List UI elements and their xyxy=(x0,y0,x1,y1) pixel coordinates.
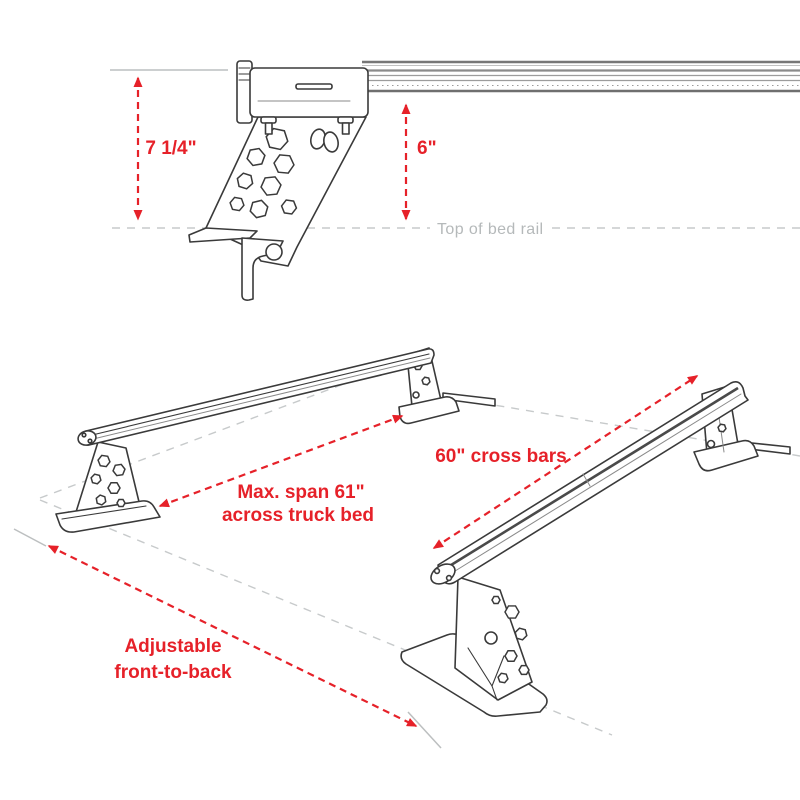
rear-bar-groove-2 xyxy=(88,357,431,441)
rear-right-foot xyxy=(398,396,460,425)
bolt-hole xyxy=(412,391,420,399)
clamp-slot xyxy=(295,83,333,90)
crossbar-length-label: 60" cross bars xyxy=(435,446,567,467)
rear-left-foot xyxy=(55,500,161,533)
mounting-bracket-side xyxy=(188,60,369,301)
leg-notch-line xyxy=(491,685,498,701)
front-bar xyxy=(437,381,749,585)
max-span-label-line2: across truck bed xyxy=(222,505,374,526)
adjustable-label-line1: Adjustable xyxy=(124,636,221,657)
adjustable-label-line2: front-to-back xyxy=(114,662,232,683)
height-dimension-label: 7 1/4" xyxy=(145,138,196,159)
bracket-foot-flange xyxy=(188,227,258,243)
bed-rail-reference-label: Top of bed rail xyxy=(437,221,544,238)
front-bar-channel xyxy=(442,386,739,572)
t-bolt xyxy=(337,116,354,135)
front-crossbar xyxy=(400,381,791,717)
hex-cutout xyxy=(107,482,121,494)
hex-cutout xyxy=(491,595,501,605)
front-bar-groove xyxy=(446,393,742,577)
end-cap-bolt xyxy=(81,432,87,438)
adjustable-dimension-arrow xyxy=(47,545,418,727)
front-far-foot xyxy=(693,439,759,472)
end-cap-bolt xyxy=(87,438,93,444)
end-cap-bolt xyxy=(433,567,441,575)
extension-tick-left xyxy=(13,528,47,547)
t-bolt xyxy=(260,116,277,135)
iso-view: Max. span 61" across truck bed 60" cross… xyxy=(13,347,800,749)
max-span-label-line1: Max. span 61" xyxy=(237,482,364,503)
bolt-hole xyxy=(265,243,283,261)
hex-cutout xyxy=(116,498,126,508)
clamp-block xyxy=(249,67,369,118)
clamp-knob xyxy=(309,128,339,153)
rear-left-leg xyxy=(75,441,141,513)
hex-cutout xyxy=(518,664,530,676)
end-cap-bolt xyxy=(445,574,453,582)
bolt-hole xyxy=(484,631,498,645)
hex-cutout xyxy=(504,605,520,619)
rear-bar xyxy=(82,348,435,446)
extension-tick-bottom xyxy=(407,711,442,749)
side-view: 7 1/4" 6" Top of bed rail xyxy=(110,60,800,301)
hex-cutout xyxy=(504,650,518,662)
rear-bar-groove xyxy=(87,353,430,437)
crossbar-rail-profile xyxy=(362,60,800,93)
bolt-hole xyxy=(706,439,716,449)
crossbar-length-arrow xyxy=(432,375,699,549)
drop-dimension-label: 6" xyxy=(417,138,437,159)
